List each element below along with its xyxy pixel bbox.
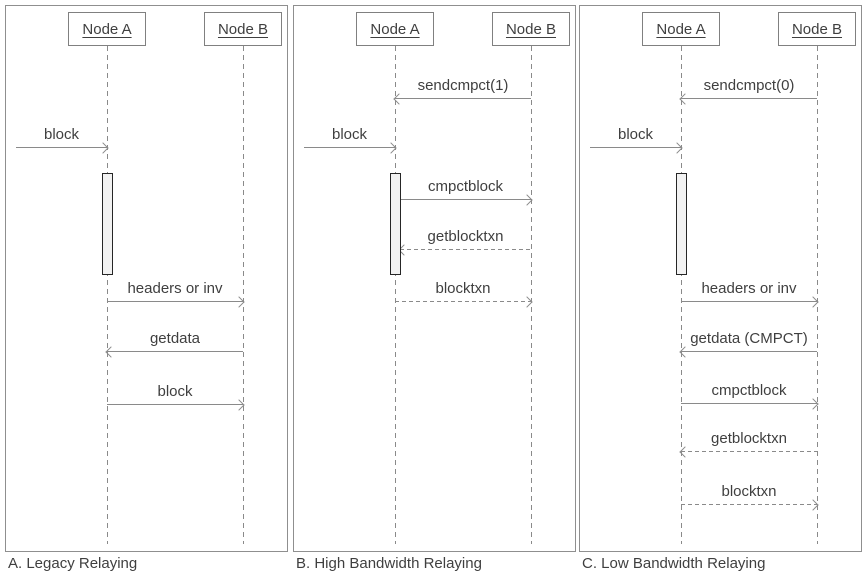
message-arrow-line [681,403,817,404]
message-arrow-line [681,504,817,505]
message-arrow-line [107,351,243,352]
lifeline-node-a [395,46,396,544]
message-label: sendcmpct(1) [417,77,509,94]
message-arrow-line [681,301,817,302]
lifeline-node-b [531,46,532,544]
message-label: headers or inv [127,280,223,297]
message-label: blocktxn [435,280,491,297]
caption-high-bandwidth-relaying: B. High Bandwidth Relaying [296,555,482,572]
message-label: block [43,126,80,143]
message-arrow-line [395,301,531,302]
lifeline-node-a [681,46,682,544]
node-label: Node A [370,20,420,38]
node-box-b: Node B [778,12,856,46]
lifeline-node-a [107,46,108,544]
message-label: cmpctblock [711,382,787,399]
activation-bar [102,173,113,275]
caption-legacy-relaying: A. Legacy Relaying [8,555,138,572]
message-label: getblocktxn [711,430,787,447]
activation-bar [390,173,401,275]
node-box-a: Node A [356,12,434,46]
message-arrow-line [681,451,817,452]
panel-low-bandwidth-relaying: Node A Node B sendcmpct(0) block headers… [579,5,862,552]
message-arrow-line [681,98,817,99]
message-arrow-line [590,147,681,148]
node-label: Node A [656,20,706,38]
node-label: Node B [505,20,557,38]
node-label: Node A [82,20,132,38]
lifeline-node-b [243,46,244,544]
message-label: getdata (CMPCT) [690,330,808,347]
panel-high-bandwidth-relaying: Node A Node B sendcmpct(1) block cmpctbl… [293,5,576,552]
message-label: sendcmpct(0) [703,77,795,94]
node-box-b: Node B [492,12,570,46]
caption-low-bandwidth-relaying: C. Low Bandwidth Relaying [582,555,766,572]
node-box-b: Node B [204,12,282,46]
message-arrow-line [16,147,107,148]
message-label: cmpctblock [427,178,504,195]
message-label: block [157,383,193,400]
lifeline-node-b [817,46,818,544]
node-label: Node B [217,20,269,38]
node-box-a: Node A [68,12,146,46]
message-label: getblocktxn [427,228,504,245]
node-box-a: Node A [642,12,720,46]
node-label: Node B [791,20,843,38]
message-label: headers or inv [701,280,797,297]
message-arrow-line [107,301,243,302]
message-arrow-line [400,199,531,200]
message-label: block [617,126,654,143]
panel-legacy-relaying: Node A Node B block headers or inv getda… [5,5,288,552]
message-label: getdata [149,330,201,347]
message-arrow-line [395,98,531,99]
activation-bar [676,173,687,275]
message-label: block [331,126,368,143]
message-arrow-line [400,249,531,250]
message-arrow-line [304,147,395,148]
message-arrow-line [107,404,243,405]
message-arrow-line [681,351,817,352]
message-label: blocktxn [721,483,777,500]
